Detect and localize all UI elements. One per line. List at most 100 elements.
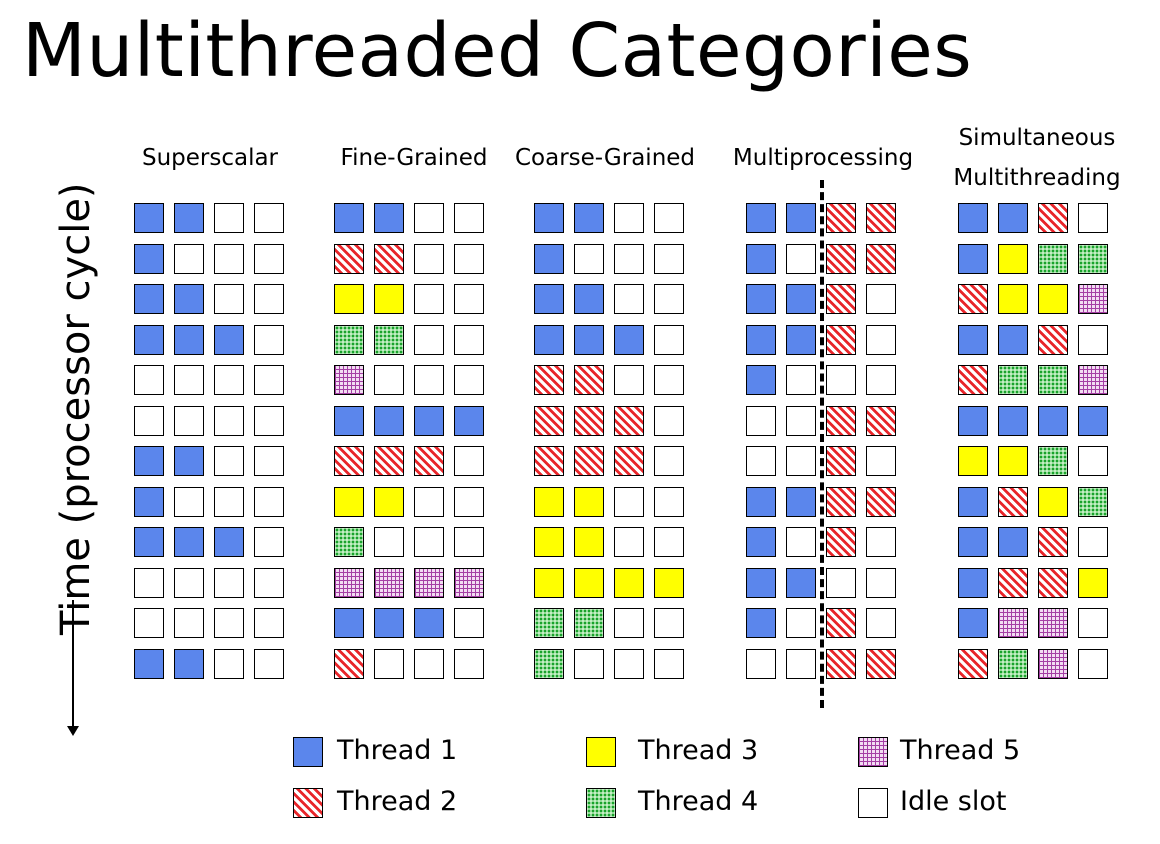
idle-slot	[414, 649, 444, 679]
thread-2-slot	[574, 446, 604, 476]
thread-2-slot	[826, 608, 856, 638]
idle-slot	[254, 527, 284, 557]
idle-slot	[866, 608, 896, 638]
idle-slot	[134, 608, 164, 638]
thread-3-slot	[1038, 284, 1068, 314]
idle-slot	[414, 527, 444, 557]
thread-1-slot	[174, 527, 204, 557]
thread-1-slot	[746, 527, 776, 557]
thread-1-slot	[454, 406, 484, 436]
thread-2-slot	[374, 244, 404, 274]
idle-slot	[214, 365, 244, 395]
thread-2-slot	[866, 244, 896, 274]
thread-3-slot	[574, 568, 604, 598]
thread-1-slot	[534, 325, 564, 355]
thread-1-slot	[534, 203, 564, 233]
idle-slot	[866, 365, 896, 395]
idle-slot	[654, 487, 684, 517]
thread-1-slot	[958, 487, 988, 517]
page-title: Multithreaded Categories	[22, 8, 973, 94]
thread-5-slot	[998, 608, 1028, 638]
thread-5-slot	[454, 568, 484, 598]
category-title-smt-line1: Simultaneous	[958, 125, 1116, 151]
thread-2-slot	[614, 446, 644, 476]
idle-slot	[174, 365, 204, 395]
thread-3-slot	[614, 568, 644, 598]
idle-slot	[786, 649, 816, 679]
idle-slot	[654, 406, 684, 436]
idle-slot	[1078, 649, 1108, 679]
legend-swatch-thread-4	[586, 788, 616, 818]
thread-5-slot	[1078, 365, 1108, 395]
thread-2-slot	[826, 527, 856, 557]
idle-slot	[614, 203, 644, 233]
idle-slot	[254, 203, 284, 233]
thread-2-slot	[866, 406, 896, 436]
idle-slot	[654, 365, 684, 395]
thread-1-slot	[374, 608, 404, 638]
thread-1-slot	[374, 203, 404, 233]
thread-3-slot	[534, 487, 564, 517]
idle-slot	[1078, 608, 1108, 638]
thread-1-slot	[786, 325, 816, 355]
category-title-multiprocessing: Multiprocessing	[732, 145, 914, 171]
thread-3-slot	[958, 446, 988, 476]
idle-slot	[414, 325, 444, 355]
idle-slot	[866, 325, 896, 355]
idle-slot	[254, 608, 284, 638]
idle-slot	[746, 446, 776, 476]
idle-slot	[654, 244, 684, 274]
thread-3-slot	[574, 487, 604, 517]
thread-2-slot	[826, 203, 856, 233]
thread-2-slot	[334, 649, 364, 679]
idle-slot	[654, 203, 684, 233]
thread-1-slot	[998, 527, 1028, 557]
thread-1-slot	[958, 527, 988, 557]
thread-2-slot	[826, 325, 856, 355]
time-axis-label: Time (processor cycle)	[53, 182, 99, 635]
thread-3-slot	[998, 284, 1028, 314]
idle-slot	[214, 284, 244, 314]
idle-slot	[254, 325, 284, 355]
idle-slot	[614, 284, 644, 314]
thread-1-slot	[134, 203, 164, 233]
idle-slot	[254, 406, 284, 436]
thread-3-slot	[654, 568, 684, 598]
thread-1-slot	[574, 325, 604, 355]
thread-1-slot	[574, 284, 604, 314]
idle-slot	[414, 244, 444, 274]
thread-2-slot	[534, 406, 564, 436]
thread-1-slot	[214, 527, 244, 557]
thread-4-slot	[1038, 446, 1068, 476]
idle-slot	[654, 284, 684, 314]
thread-1-slot	[746, 244, 776, 274]
idle-slot	[614, 487, 644, 517]
thread-1-slot	[174, 203, 204, 233]
thread-2-slot	[534, 446, 564, 476]
idle-slot	[174, 406, 204, 436]
idle-slot	[1078, 203, 1108, 233]
idle-slot	[214, 608, 244, 638]
idle-slot	[454, 487, 484, 517]
thread-1-slot	[746, 284, 776, 314]
idle-slot	[374, 365, 404, 395]
legend-label-thread-1: Thread 1	[337, 735, 458, 766]
thread-2-slot	[534, 365, 564, 395]
thread-3-slot	[1038, 487, 1068, 517]
idle-slot	[174, 608, 204, 638]
idle-slot	[414, 487, 444, 517]
idle-slot	[174, 244, 204, 274]
thread-2-slot	[614, 406, 644, 436]
thread-1-slot	[134, 487, 164, 517]
idle-slot	[414, 365, 444, 395]
idle-slot	[454, 244, 484, 274]
thread-1-slot	[746, 365, 776, 395]
thread-1-slot	[574, 203, 604, 233]
thread-1-slot	[334, 203, 364, 233]
thread-4-slot	[334, 325, 364, 355]
thread-1-slot	[174, 325, 204, 355]
thread-1-slot	[1038, 406, 1068, 436]
idle-slot	[214, 649, 244, 679]
thread-2-slot	[574, 365, 604, 395]
thread-1-slot	[746, 487, 776, 517]
